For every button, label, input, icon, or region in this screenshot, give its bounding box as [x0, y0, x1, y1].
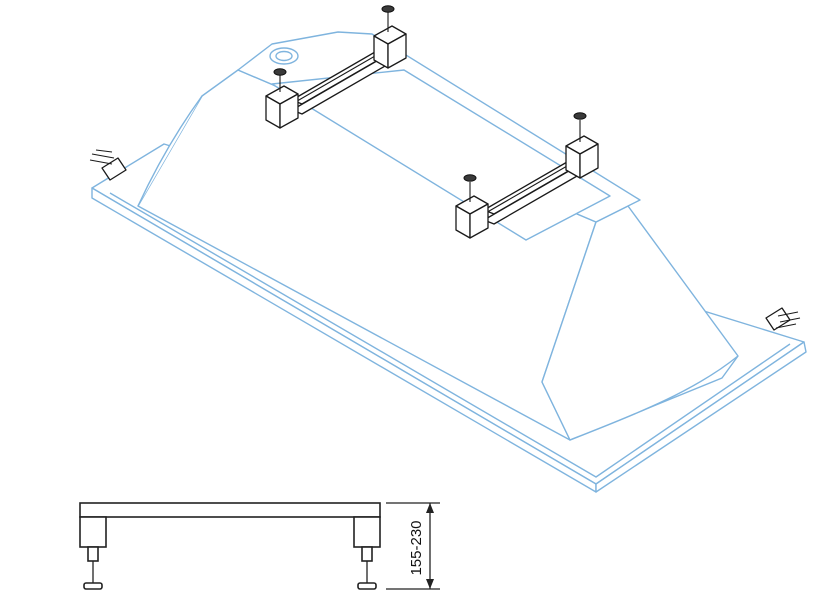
frame-foot-left: [79, 516, 107, 548]
drain-outlet: [269, 47, 299, 65]
support-frame-elevation: [79, 502, 381, 590]
frame-foot-right: [353, 516, 381, 548]
wall-bracket-right: [765, 307, 801, 331]
support-rail-front: [265, 5, 407, 129]
height-range-label: 155-230: [408, 520, 425, 575]
bathtub: [91, 31, 807, 493]
support-rail-rear: [455, 112, 599, 239]
tub-body-curve: [137, 95, 739, 441]
tub-rim-side: [595, 341, 807, 493]
wall-bracket-left: [89, 149, 127, 181]
height-dimension: 155-230: [386, 502, 440, 590]
frame-crossbar: [79, 502, 381, 518]
